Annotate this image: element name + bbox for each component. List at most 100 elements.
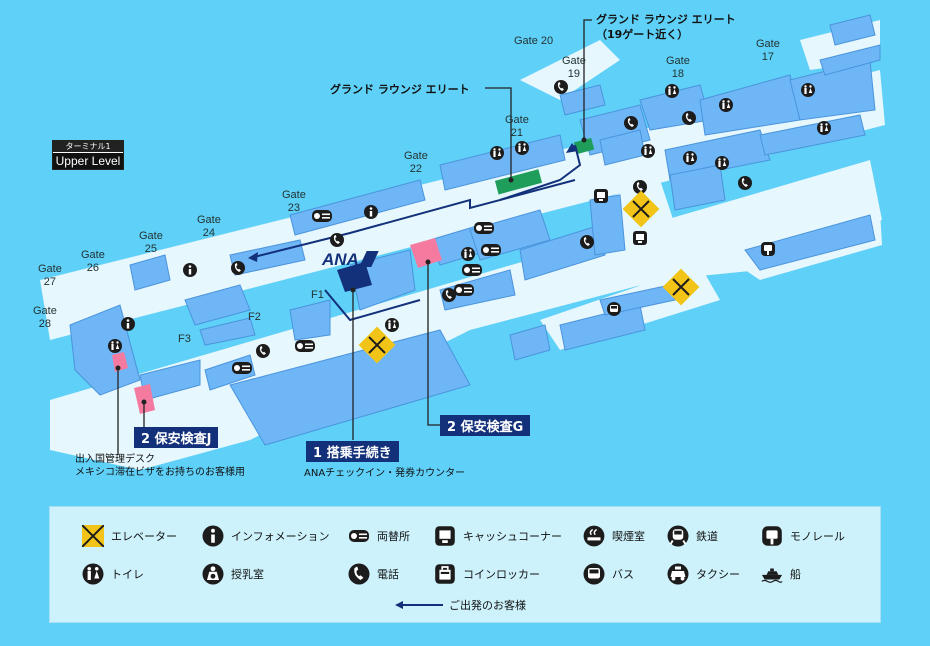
legend-toilet: トイレ — [82, 562, 144, 586]
phone-icon — [580, 235, 594, 249]
terminal-level-badge: ターミナル1 Upper Level — [52, 140, 124, 170]
phone-icon — [442, 288, 456, 302]
phone-icon — [256, 344, 270, 358]
toilet-icon — [683, 151, 697, 165]
legend-nursing: 授乳室 — [202, 562, 264, 586]
legend-ship: 船 — [761, 562, 801, 586]
leader-dots — [115, 137, 587, 405]
checkin-sub-label: ANAチェックイン・発券カウンター — [304, 468, 466, 479]
lounge-callout-19: グランド ラウンジ エリート （19ゲート近く） — [596, 12, 736, 42]
floor-f3-label: F3 — [178, 333, 191, 345]
toilet-icon — [82, 563, 104, 585]
departure-arrow-icon — [395, 601, 443, 609]
smoking-icon — [583, 525, 605, 547]
bus-icon — [583, 563, 605, 585]
toilet-icon — [641, 144, 655, 158]
toilet-icon — [719, 98, 733, 112]
toilet-icon — [817, 121, 831, 135]
exchange-icon — [462, 264, 482, 276]
legend-elevator: エレベーター — [82, 524, 177, 548]
phone-icon — [231, 261, 245, 275]
route-arrowheads — [248, 143, 578, 262]
phone-icon — [330, 233, 344, 247]
checkin-label: 1 搭乗手続き — [306, 441, 399, 462]
legend-info: インフォメーション — [202, 524, 329, 548]
legend-departure: ご出発のお客様 — [395, 593, 526, 617]
legend-locker: コインロッカー — [434, 562, 540, 586]
phone-icon — [682, 111, 696, 125]
leader-lines — [117, 19, 592, 455]
info-icon — [121, 317, 135, 331]
immigration-label: 出入国管理デスク メキシコ滞在ビザをお持ちのお客様用 — [75, 453, 245, 479]
toilet-icon — [385, 318, 399, 332]
locker-icon — [434, 563, 456, 585]
gate-20-label: Gate 20 — [514, 35, 554, 47]
exchange-icon — [474, 222, 494, 234]
exchange-icon — [295, 340, 315, 352]
phone-icon — [738, 176, 752, 190]
legend-railway: 鉄道 — [667, 524, 718, 548]
monorail-icon — [762, 526, 782, 546]
exchange-icon — [312, 210, 332, 222]
bus-icon — [607, 302, 621, 316]
lounge-area-21 — [494, 169, 543, 195]
legend-phone: 電話 — [348, 562, 399, 586]
lounge-callout-19-line1: グランド ラウンジ エリート — [596, 13, 736, 26]
legend-taxi: タクシー — [667, 562, 740, 586]
info-icon — [202, 525, 224, 547]
departure-routes — [249, 144, 582, 322]
info-icon — [364, 205, 378, 219]
terminal-label: ターミナル1 — [53, 141, 123, 152]
nursing-icon — [202, 563, 224, 585]
toilet-icon — [801, 83, 815, 97]
cash-icon — [435, 526, 455, 546]
security-j-label: 2 保安検査J — [134, 427, 219, 448]
security-j-area — [134, 384, 155, 414]
elevator-icon — [82, 525, 104, 547]
taxi-icon — [667, 563, 689, 585]
lounge-callout-21: グランド ラウンジ エリート — [330, 83, 470, 96]
exchange-icon — [232, 362, 252, 374]
floor-f1-label: F1 — [311, 289, 324, 301]
legend-smoking: 喫煙室 — [583, 524, 645, 548]
lounge-callout-19-line2: （19ゲート近く） — [596, 28, 689, 41]
railway-icon — [667, 525, 689, 547]
legend-exchange: 両替所 — [348, 524, 410, 548]
monorail-icon — [761, 242, 775, 256]
info-icon — [183, 263, 197, 277]
toilet-icon — [515, 141, 529, 155]
ship-icon — [761, 567, 783, 583]
toilet-icon — [665, 84, 679, 98]
exchange-icon — [481, 244, 501, 256]
legend-bus: バス — [583, 562, 634, 586]
legend-monorail: モノレール — [761, 524, 845, 548]
cash-icon — [633, 231, 647, 245]
legend-cash: キャッシュコーナー — [434, 524, 562, 548]
exchange-icon — [349, 530, 369, 542]
phone-icon — [348, 563, 370, 585]
checkin-counter — [337, 262, 372, 292]
phone-icon — [624, 116, 638, 130]
security-g-area — [410, 238, 442, 268]
toilet-icon — [715, 156, 729, 170]
lounge-area-19 — [573, 137, 595, 155]
toilet-icon — [490, 146, 504, 160]
security-g-label: 2 保安検査G — [440, 415, 531, 436]
level-label: Upper Level — [53, 152, 123, 169]
toilet-icon — [461, 247, 475, 261]
toilet-icon — [108, 339, 122, 353]
phone-icon — [554, 80, 568, 94]
exchange-icon — [454, 284, 474, 296]
